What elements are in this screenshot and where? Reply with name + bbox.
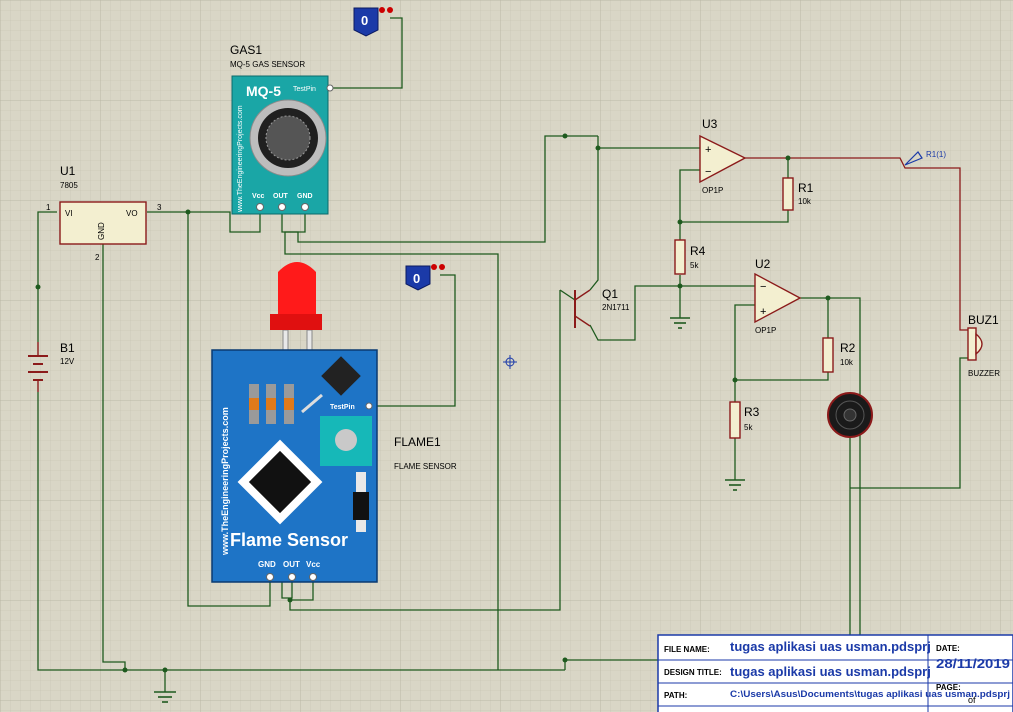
- flame-pin-vcc[interactable]: [309, 573, 317, 581]
- gas-pin-out-label: OUT: [273, 193, 289, 200]
- gas-pin-vcc[interactable]: [256, 203, 264, 211]
- u1-pin-vo: VO: [126, 209, 138, 218]
- gas-site-text: www.TheEngineeringProjects.com: [237, 105, 244, 213]
- u3-minus: −: [705, 166, 711, 178]
- junctions: [35, 133, 831, 673]
- voltage-probe-label: R1(1): [926, 150, 946, 159]
- u1-pin1: 1: [46, 203, 51, 212]
- buzzer-ref: BUZ1: [968, 313, 999, 327]
- gas-pin-vcc-label: Vcc: [252, 193, 265, 200]
- q1-transistor[interactable]: Q1 2N1711: [574, 287, 630, 328]
- wires: [37, 17, 968, 692]
- gas-value: MQ-5 GAS SENSOR: [230, 60, 305, 69]
- r1-resistor[interactable]: R1 10k: [782, 177, 814, 211]
- logic-probe-1-value: 0: [361, 13, 368, 28]
- u3-value: OP1P: [702, 186, 723, 195]
- u1-pin2: 2: [95, 253, 100, 262]
- flame-pin-vcc-label: Vcc: [306, 560, 321, 569]
- title-block: FILE NAME: tugas aplikasi uas usman.pdsp…: [657, 634, 1013, 712]
- buzzer[interactable]: BUZ1 BUZZER: [967, 313, 1000, 378]
- r2-value: 10k: [840, 358, 854, 367]
- u2-opamp[interactable]: − + U2 OP1P: [754, 257, 802, 335]
- title-design-label: DESIGN TITLE:: [664, 668, 722, 677]
- gas-pin-gnd-label: GND: [297, 193, 313, 200]
- gas-pin-gnd[interactable]: [301, 203, 309, 211]
- flame-pin-out-label: OUT: [283, 560, 300, 569]
- origin-marker-icon: [503, 355, 517, 369]
- u1-pin3: 3: [157, 203, 162, 212]
- u3-ref: U3: [702, 117, 718, 131]
- r3-resistor[interactable]: R3 5k: [729, 401, 760, 439]
- title-file-value: tugas aplikasi uas usman.pdsprj: [730, 639, 931, 654]
- flame-value: FLAME SENSOR: [394, 462, 457, 471]
- b1-ref: B1: [60, 341, 75, 355]
- flame-pin-gnd-label: GND: [258, 560, 276, 569]
- logic-probe-2[interactable]: 0: [405, 264, 445, 291]
- flame-ref: FLAME1: [394, 435, 441, 449]
- title-page-label: PAGE:: [936, 683, 961, 692]
- gas-model: MQ-5: [246, 83, 281, 99]
- gas-pin-out[interactable]: [278, 203, 286, 211]
- gas-sensor-mesh-icon: [265, 115, 311, 161]
- u1-pin-gnd: GND: [97, 222, 106, 240]
- logic-probe-1[interactable]: 0: [353, 7, 393, 37]
- u1-ref: U1: [60, 164, 76, 178]
- r3-ref: R3: [744, 405, 760, 419]
- q1-value: 2N1711: [602, 303, 630, 312]
- flame-sensor-module[interactable]: www.TheEngineeringProjects.com TestPin F…: [211, 349, 378, 583]
- logic-probe-2-value: 0: [413, 271, 420, 286]
- r4-value: 5k: [690, 261, 699, 270]
- u3-opamp[interactable]: + − U3 OP1P: [699, 117, 747, 195]
- u1-pin-vi: VI: [65, 209, 73, 218]
- flame-title: Flame Sensor: [230, 530, 348, 550]
- u3-plus: +: [705, 144, 711, 156]
- r1-value: 10k: [798, 197, 812, 206]
- u2-ref: U2: [755, 257, 771, 271]
- r1-ref: R1: [798, 181, 814, 195]
- r4-ref: R4: [690, 244, 706, 258]
- flame-test-pin[interactable]: [365, 402, 373, 410]
- b1-value: 12V: [60, 357, 75, 366]
- title-page-value: of: [968, 695, 976, 705]
- r4-resistor[interactable]: R4 5k: [674, 239, 706, 275]
- speaker-icon[interactable]: [827, 392, 873, 438]
- buzzer-value: BUZZER: [968, 369, 1000, 378]
- u2-minus: −: [760, 281, 766, 293]
- ground-symbol-r3: [725, 479, 745, 491]
- title-path-label: PATH:: [664, 691, 687, 700]
- q1-ref: Q1: [602, 287, 618, 301]
- r2-ref: R2: [840, 341, 856, 355]
- r2-resistor[interactable]: R2 10k: [822, 337, 856, 373]
- gas-test-pin[interactable]: [326, 84, 334, 92]
- voltage-probe[interactable]: R1(1): [904, 150, 946, 166]
- u2-plus: +: [760, 306, 766, 318]
- b1-battery[interactable]: B1 12V: [28, 341, 75, 392]
- u2-value: OP1P: [755, 326, 776, 335]
- flame-pin-gnd[interactable]: [266, 573, 274, 581]
- gas-ref: GAS1: [230, 43, 262, 57]
- title-path-value: C:\Users\Asus\Documents\tugas aplikasi u…: [730, 689, 1010, 699]
- flame-site-text: www.TheEngineeringProjects.com: [220, 407, 230, 556]
- gas-sensor-module[interactable]: GAS1 MQ-5 GAS SENSOR MQ-5 TestPin www.Th…: [230, 43, 334, 215]
- flame-pin-out[interactable]: [288, 573, 296, 581]
- flame-test-pin-label: TestPin: [330, 404, 355, 411]
- title-date-label: DATE:: [936, 644, 960, 653]
- u1-value: 7805: [60, 181, 78, 190]
- ground-symbol-r4: [670, 317, 690, 329]
- title-date-value: 28/11/2019: [936, 656, 1010, 671]
- u1-regulator[interactable]: U1 7805 VI VO GND 1 2 3: [46, 164, 162, 262]
- gas-test-pin-label: TestPin: [293, 86, 316, 93]
- r3-value: 5k: [744, 423, 753, 432]
- ground-symbol: [154, 691, 176, 703]
- title-design-value: tugas aplikasi uas usman.pdsprj: [730, 664, 931, 679]
- title-file-label: FILE NAME:: [664, 645, 710, 654]
